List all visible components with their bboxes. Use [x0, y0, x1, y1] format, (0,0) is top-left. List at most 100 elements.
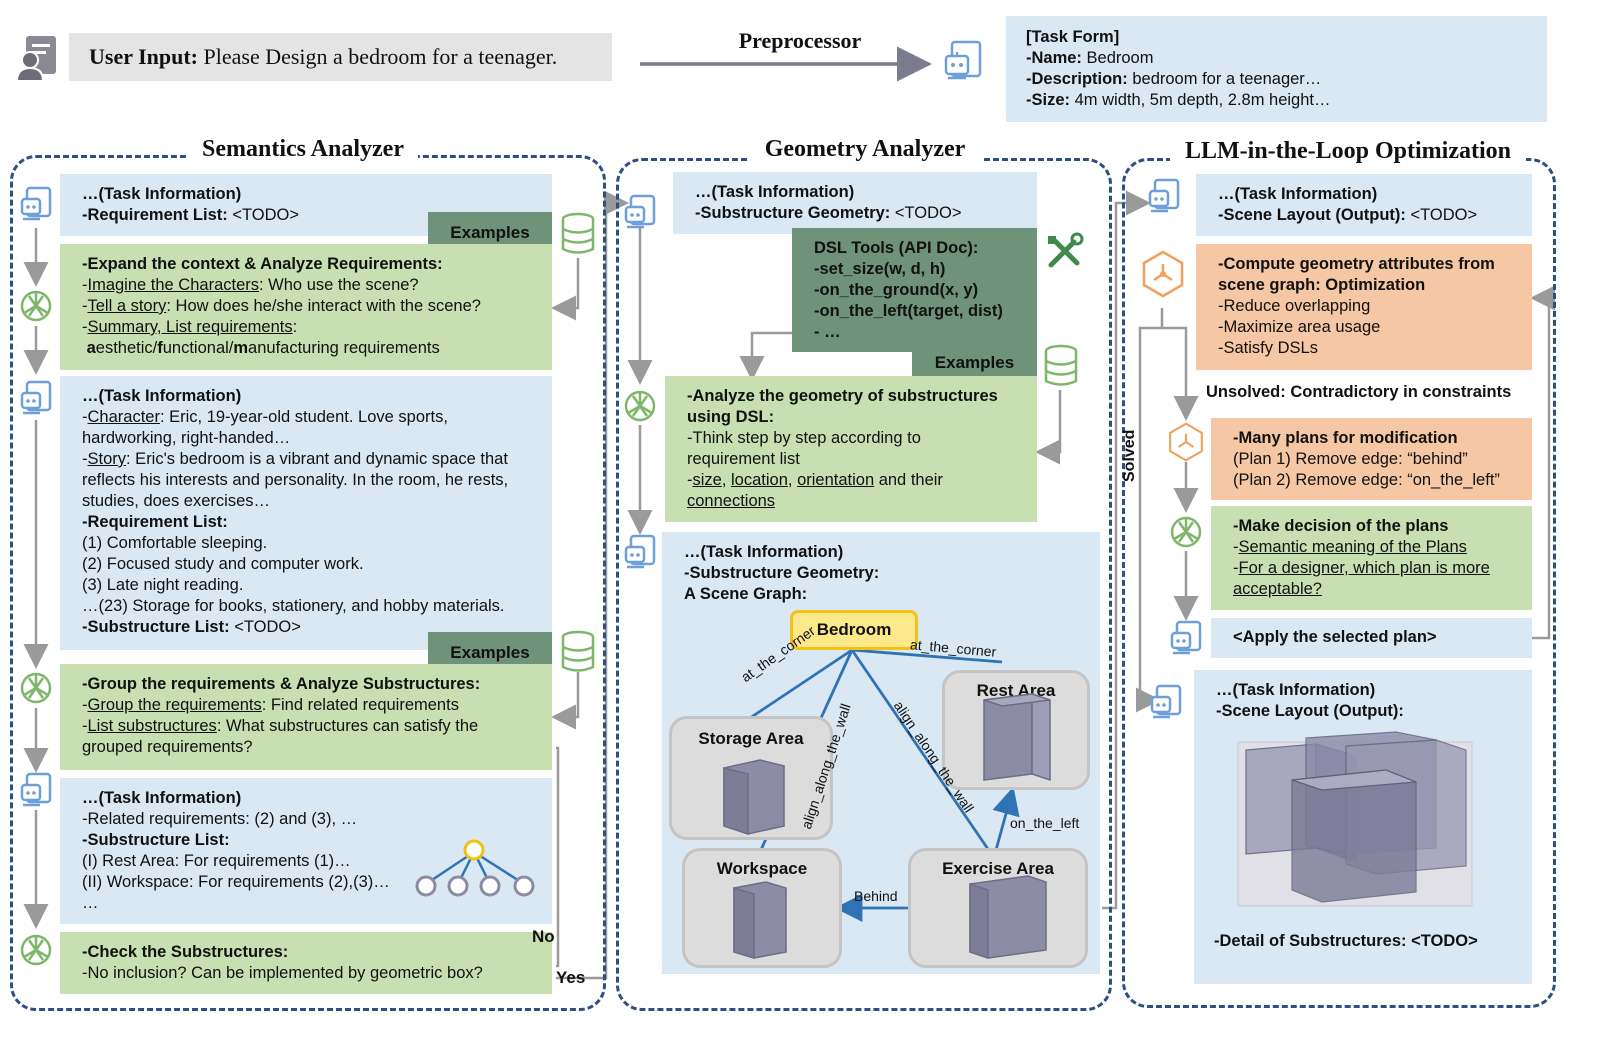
database-icon — [560, 212, 596, 261]
geo-task-info-1: …(Task Information) -Substructure Geomet… — [673, 172, 1037, 234]
sem-task1-label: -Requirement List: — [82, 206, 228, 224]
sem-expand-l1: : Who use the scene? — [259, 276, 419, 294]
sem-group-box: -Group the requirements & Analyze Substr… — [60, 664, 552, 770]
preprocessor-label: Preprocessor — [738, 28, 862, 53]
sem-check-box: -Check the Substructures: -No inclusion?… — [60, 932, 552, 994]
database-icon — [560, 630, 596, 679]
llm-compute-box: -Compute geometry attributes from scene … — [1196, 244, 1532, 370]
sem-task2-r1: (1) Comfortable sleeping. — [82, 534, 268, 552]
hexagon-optimizer-icon — [1142, 250, 1184, 303]
geo-task1-line1: …(Task Information) — [695, 183, 855, 201]
document-robot-icon — [1150, 684, 1184, 727]
sem-group-l2-u: List substructures — [87, 717, 217, 735]
sem-task-info-2: …(Task Information) -Character: Eric, 19… — [60, 376, 552, 650]
geo-analyze-l3a: - — [687, 471, 693, 489]
openai-icon — [1168, 514, 1204, 555]
sem-task2-story2: reflects his interests and personality. … — [82, 471, 509, 489]
no-label: No — [532, 927, 555, 946]
user-input-label: User Input: — [89, 44, 199, 69]
sem-expand-f: anufacturing requirements — [248, 339, 440, 357]
task-form-name: Bedroom — [1086, 49, 1154, 67]
task-form-size-label: -Size: — [1026, 91, 1071, 109]
openai-icon — [622, 388, 658, 429]
geo-dsl-l1: -set_size(w, d, h) — [814, 260, 946, 278]
geo-analyze-head2: using DSL: — [687, 408, 775, 426]
sem-expand-d: unctional/ — [162, 339, 234, 357]
llm-title: LLM-in-the-Loop Optimization — [1170, 138, 1526, 165]
task-form-desc-label: -Description: — [1026, 70, 1128, 88]
llm-task1-line1: …(Task Information) — [1218, 185, 1378, 203]
tree-icon — [412, 838, 542, 905]
sem-task3-l1: -Related requirements: (2) and (3), … — [82, 810, 358, 828]
geo-analyze-l3c: , — [721, 471, 732, 489]
document-robot-icon — [1148, 178, 1182, 221]
geo-dsl-l4: - … — [814, 323, 841, 341]
sem-check-head: -Check the Substructures: — [82, 943, 289, 961]
sem-task3-sub-head: -Substructure List: — [82, 831, 230, 849]
geo-task2-l1: -Substructure Geometry: — [684, 564, 880, 582]
llm-decision-l2: For a designer, which plan is more — [1238, 559, 1490, 577]
task-form-box: [Task Form] -Name: Bedroom -Description:… — [1006, 16, 1547, 122]
sem-task3-s1: (I) Rest Area: For requirements (1)… — [82, 852, 351, 870]
llm-compute-head2: scene graph: Optimization — [1218, 276, 1426, 294]
llm-compute-l2: -Maximize area usage — [1218, 318, 1381, 336]
llm-apply-box: <Apply the selected plan> — [1211, 618, 1532, 658]
geo-task2-l2: A Scene Graph: — [684, 585, 808, 603]
geo-analyze-head1: -Analyze the geometry of substructures — [687, 387, 998, 405]
geo-analyze-l3g: and their — [874, 471, 943, 489]
document-robot-icon — [20, 380, 54, 423]
document-robot-icon — [20, 772, 54, 815]
llm-decision-l3: acceptable? — [1233, 580, 1322, 598]
bedroom-node: Bedroom — [790, 610, 918, 650]
sem-expand-c: f — [157, 339, 163, 357]
sem-group-l1-u: Group the requirements — [87, 696, 262, 714]
edge-label-behind: Behind — [854, 888, 898, 904]
sem-expand-head: -Expand the context & Analyze Requiremen… — [82, 255, 443, 273]
geo-analyze-l3e: , — [787, 471, 798, 489]
llm-compute-head1: -Compute geometry attributes from — [1218, 255, 1495, 273]
llm-compute-l1: -Reduce overlapping — [1218, 297, 1371, 315]
geo-analyze-connections: connections — [687, 492, 776, 510]
sem-expand-l3-u: Summary, List requirements — [87, 318, 293, 336]
unsolved-label: Unsolved: Contradictory in constraints — [1206, 383, 1512, 401]
sem-expand-l3: : — [292, 318, 298, 336]
sem-task2-r4: …(23) Storage for books, stationery, and… — [82, 597, 505, 615]
sem-expand-box: -Expand the context & Analyze Requiremen… — [60, 244, 552, 370]
sem-group-l2: : What substructures can satisfy the — [216, 717, 479, 735]
llm-task1-label: -Scene Layout (Output): — [1218, 206, 1406, 224]
geo-dsl-head: DSL Tools (API Doc): — [814, 239, 979, 257]
geo-analyze-l2: requirement list — [687, 450, 800, 468]
geo-analyze-size: size — [692, 471, 722, 489]
user-input-text: Please Design a bedroom for a teenager. — [203, 44, 558, 69]
edge-label-on-the-left: on_the_left — [1010, 815, 1080, 831]
sem-task2-story-u: Story — [87, 450, 127, 468]
geo-analyze-box: -Analyze the geometry of substructures u… — [665, 376, 1037, 522]
hexagon-optimizer-icon — [1168, 422, 1204, 467]
sem-task3-head: …(Task Information) — [82, 789, 242, 807]
llm-decision-box: -Make decision of the plans -Semantic me… — [1211, 506, 1532, 610]
bedroom-label: Bedroom — [816, 620, 892, 639]
sem-task2-r3: (3) Late night reading. — [82, 576, 244, 594]
user-input-box: User Input: Please Design a bedroom for … — [69, 33, 612, 81]
geo-task1-label: -Substructure Geometry: — [695, 204, 891, 222]
geo-task1-value: <TODO> — [894, 204, 962, 222]
geo-dsl-box: DSL Tools (API Doc): -set_size(w, d, h) … — [792, 228, 1037, 352]
task-form-title: [Task Form] — [1026, 28, 1120, 46]
sem-task1-value: <TODO> — [232, 206, 299, 224]
sem-task-info-3: …(Task Information) -Related requirement… — [60, 778, 552, 924]
sem-task3-s3: … — [82, 894, 99, 912]
solved-label: Solved — [1121, 429, 1138, 482]
semantics-title: Semantics Analyzer — [188, 136, 418, 163]
exercise-area-label: Exercise Area — [942, 859, 1054, 878]
tools-icon — [1044, 232, 1084, 277]
sem-expand-e: m — [233, 339, 249, 357]
geo-task2-head: …(Task Information) — [684, 543, 844, 561]
sem-group-l3: grouped requirements? — [82, 738, 253, 756]
geo-analyze-location: location — [731, 471, 788, 489]
scene-layout-render — [1237, 731, 1473, 907]
geo-analyze-orientation: orientation — [797, 471, 875, 489]
document-robot-icon — [624, 194, 658, 237]
llm-plans-head: -Many plans for modification — [1233, 429, 1458, 447]
llm-plans-p1: (Plan 1) Remove edge: “behind” — [1233, 450, 1468, 468]
